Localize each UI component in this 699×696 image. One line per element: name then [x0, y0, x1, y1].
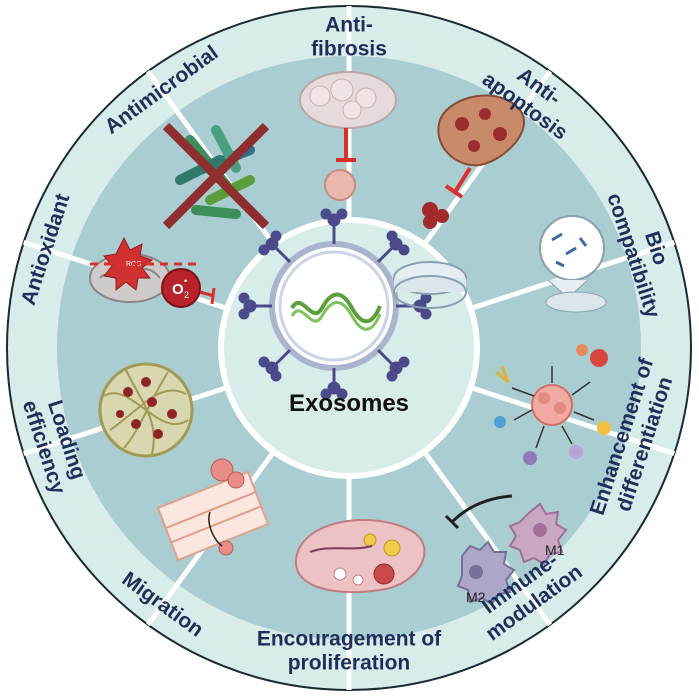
segment-label-anti-fibrosis: fibrosis	[311, 38, 387, 61]
segment-label-proliferation: Encouragement of	[257, 628, 442, 651]
o2-subscript: 2	[184, 290, 189, 300]
segment-label-proliferation: proliferation	[288, 652, 411, 675]
hydrogel-mesh-icon	[100, 364, 192, 456]
o2-label: O	[172, 281, 184, 298]
ovary-tissue-icon	[296, 520, 425, 592]
center-label: Exosomes	[289, 390, 409, 417]
o2-superscript: •	[184, 276, 187, 286]
segment-label-anti-fibrosis: Anti-	[325, 14, 373, 37]
